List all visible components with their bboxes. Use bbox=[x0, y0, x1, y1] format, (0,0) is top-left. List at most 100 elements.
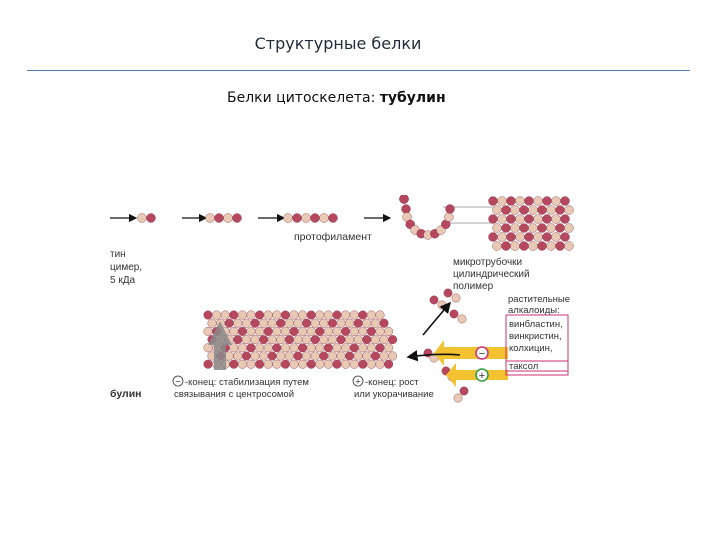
tubulin-bead bbox=[290, 327, 299, 336]
tubulin-bead bbox=[367, 327, 376, 336]
tubulin-bead bbox=[345, 319, 354, 328]
tubulin-bead bbox=[230, 311, 239, 320]
page-title: Структурные белки bbox=[0, 34, 676, 53]
tubulin-bead bbox=[281, 344, 290, 353]
tubulin-bead bbox=[264, 327, 273, 336]
tubulin-bead bbox=[277, 319, 286, 328]
tubulin-bead bbox=[311, 335, 320, 344]
tubulin-bead bbox=[552, 215, 561, 224]
tubulin-bead bbox=[520, 242, 529, 251]
tubulin-bead bbox=[251, 352, 260, 361]
label-drug-2: винкристин, bbox=[509, 331, 562, 342]
tubulin-bead bbox=[525, 215, 534, 224]
tubulin-bead bbox=[298, 360, 307, 369]
tubulin-bead bbox=[384, 344, 393, 353]
tubulin-bead bbox=[552, 233, 561, 242]
tubulin-bead bbox=[552, 197, 561, 206]
tubulin-bead bbox=[502, 206, 511, 215]
tubulin-bead bbox=[489, 215, 498, 224]
tubulin-bead bbox=[359, 327, 368, 336]
tubulin-bead bbox=[380, 352, 389, 361]
tubulin-bead bbox=[298, 311, 307, 320]
tubulin-bead bbox=[328, 319, 337, 328]
tubulin-bead bbox=[400, 195, 409, 204]
tubulin-bead bbox=[204, 360, 213, 369]
tubulin-bead bbox=[333, 344, 342, 353]
tubulin-bead bbox=[452, 294, 460, 302]
tubulin-bead bbox=[277, 352, 286, 361]
tubulin-bead bbox=[460, 387, 468, 395]
tubulin-bead bbox=[225, 319, 234, 328]
tubulin-bead bbox=[320, 214, 329, 223]
tubulin-bead bbox=[251, 335, 260, 344]
tubulin-bead bbox=[247, 311, 256, 320]
tubulin-bead bbox=[556, 242, 565, 251]
minus-badge-sign: − bbox=[479, 348, 485, 360]
tubulin-bead bbox=[337, 335, 346, 344]
tubulin-bead bbox=[221, 311, 230, 320]
tubulin-bead bbox=[498, 215, 507, 224]
tubulin-bead bbox=[529, 224, 538, 233]
tubulin-bead bbox=[247, 360, 256, 369]
tubulin-bead bbox=[376, 344, 385, 353]
tubulin-bead bbox=[516, 215, 525, 224]
tubulin-bead bbox=[316, 327, 325, 336]
tubulin-bead bbox=[511, 206, 520, 215]
tubulin-bead bbox=[302, 319, 311, 328]
tubulin-diagram: − + тин цимер, 5 кДа протофиламент микро… bbox=[108, 195, 588, 415]
tubulin-bead bbox=[371, 335, 380, 344]
tubulin-bead bbox=[302, 335, 311, 344]
tubulin-bead bbox=[561, 233, 570, 242]
tubulin-bead bbox=[281, 360, 290, 369]
tubulin-bead bbox=[238, 344, 247, 353]
tubulin-bead bbox=[234, 319, 243, 328]
tubulin-bead bbox=[264, 360, 273, 369]
tubulin-bead bbox=[354, 352, 363, 361]
tubulin-bead bbox=[329, 214, 338, 223]
tubulin-bead bbox=[302, 214, 311, 223]
tubulin-bead bbox=[316, 311, 325, 320]
tubulin-bead bbox=[255, 311, 264, 320]
tubulin-bead bbox=[363, 319, 372, 328]
tubulin-bead bbox=[534, 233, 543, 242]
tubulin-bead bbox=[489, 233, 498, 242]
tubulin-bead bbox=[388, 352, 397, 361]
tubulin-bead bbox=[290, 311, 299, 320]
tubulin-bead bbox=[493, 206, 502, 215]
tubulin-bead bbox=[238, 327, 247, 336]
tubulin-bead bbox=[285, 352, 294, 361]
tubulin-bead bbox=[293, 214, 302, 223]
tubulin-bead bbox=[507, 197, 516, 206]
tubulin-bead bbox=[511, 242, 520, 251]
label-drug-1: винбластин, bbox=[509, 319, 563, 330]
tubulin-bead bbox=[525, 197, 534, 206]
tubulin-bead bbox=[333, 360, 342, 369]
tubulin-bead bbox=[242, 352, 251, 361]
tubulin-bead bbox=[147, 214, 156, 223]
tubulin-bead bbox=[234, 352, 243, 361]
tubulin-bead bbox=[380, 335, 389, 344]
tubulin-bead bbox=[359, 360, 368, 369]
tubulin-bead bbox=[333, 327, 342, 336]
tubulin-bead bbox=[565, 242, 574, 251]
tubulin-bead bbox=[138, 214, 147, 223]
tubulin-bead bbox=[255, 360, 264, 369]
label-mt-3: полимер bbox=[453, 281, 494, 292]
tubulin-bead bbox=[493, 242, 502, 251]
tubulin-bead bbox=[204, 311, 213, 320]
tubulin-bead bbox=[511, 224, 520, 233]
tubulin-bead bbox=[380, 319, 389, 328]
tubulin-bead bbox=[367, 344, 376, 353]
title-divider bbox=[27, 70, 690, 71]
tubulin-bead bbox=[268, 335, 277, 344]
tubulin-bead bbox=[402, 205, 411, 214]
tubulin-bead bbox=[247, 327, 256, 336]
label-mt-1: микротрубочки bbox=[453, 256, 522, 268]
tubulin-bead bbox=[341, 360, 350, 369]
tubulin-bead bbox=[520, 224, 529, 233]
tubulin-bead bbox=[458, 315, 466, 323]
tubulin-bead bbox=[367, 360, 376, 369]
tubulin-bead bbox=[489, 197, 498, 206]
label-kda: 5 кДа bbox=[110, 275, 135, 286]
tubulin-bead bbox=[264, 311, 273, 320]
